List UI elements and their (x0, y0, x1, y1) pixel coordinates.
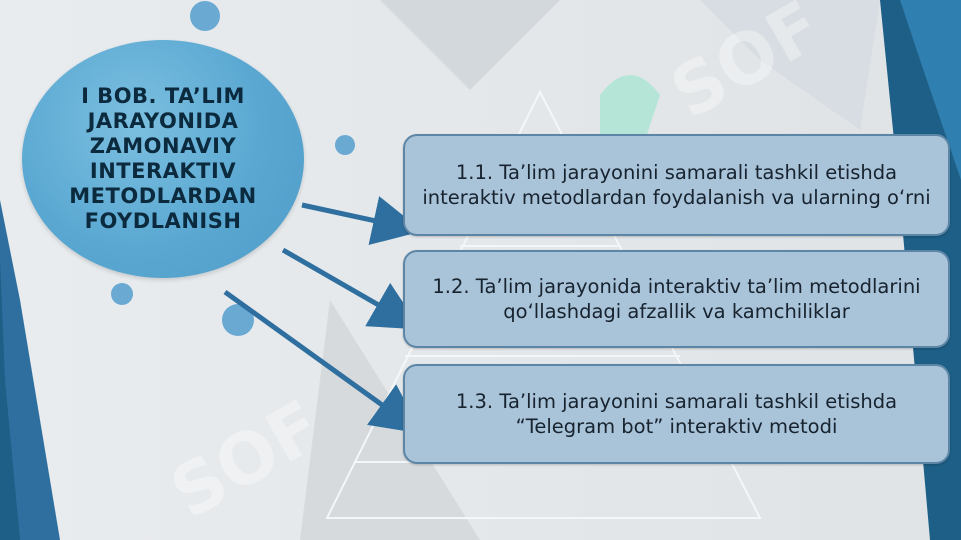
chapter-title: I BOB. TA’LIM JARAYONIDA ZAMONAVIY INTER… (69, 84, 257, 233)
section-label-2: 1.2. Ta’lim jarayonida interaktiv ta’lim… (432, 275, 921, 323)
section-box-3: 1.3. Ta’lim jarayonini samarali tashkil … (403, 364, 950, 464)
left-accent-band (0, 200, 60, 540)
section-label-3: 1.3. Ta’lim jarayonini samarali tashkil … (455, 390, 898, 438)
section-box-2: 1.2. Ta’lim jarayonida interaktiv ta’lim… (403, 250, 950, 348)
section-box-1: 1.1. Ta’lim jarayonini samarali tashkil … (403, 134, 950, 236)
chapter-circle: I BOB. TA’LIM JARAYONIDA ZAMONAVIY INTER… (22, 40, 304, 278)
section-label-1: 1.1. Ta’lim jarayonini samarali tashkil … (422, 161, 931, 209)
